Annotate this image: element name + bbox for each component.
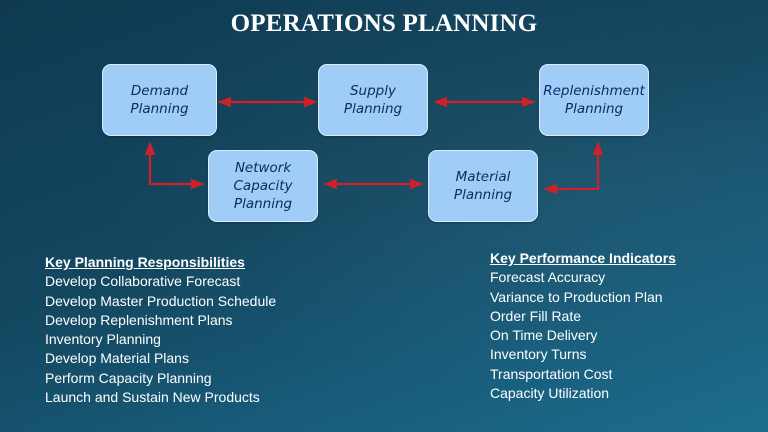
- arrow-demand-network: [144, 141, 205, 190]
- node-label: Planning: [233, 196, 293, 212]
- node-demand-planning: Demand Planning: [102, 64, 217, 136]
- list-item: Develop Material Plans: [45, 350, 189, 367]
- node-label: Replenishment: [543, 83, 645, 99]
- list-item: Develop Replenishment Plans: [45, 311, 233, 328]
- list-item: Develop Collaborative Forecast: [45, 273, 241, 290]
- node-label: Capacity: [233, 178, 293, 194]
- list-item: Capacity Utilization: [490, 385, 610, 402]
- responsibilities-heading: Key Planning Responsibilities: [45, 254, 245, 270]
- list-item: On Time Delivery: [490, 327, 598, 344]
- list-item: Variance to Production Plan: [490, 288, 663, 305]
- list-item: Inventory Turns: [490, 346, 587, 363]
- node-label: Planning: [343, 101, 403, 117]
- list-item: Perform Capacity Planning: [45, 369, 212, 386]
- node-label: Planning: [453, 187, 513, 203]
- list-item: Launch and Sustain New Products: [45, 389, 260, 406]
- node-replenishment-planning: Replenishment Planning: [539, 64, 649, 136]
- node-label: Material: [455, 169, 511, 185]
- node-label: Network: [234, 160, 292, 176]
- node-network-capacity-planning: Network Capacity Planning: [208, 150, 318, 222]
- arrow-replenishment-material: [543, 141, 604, 195]
- node-label: Supply: [349, 83, 396, 99]
- list-item: Forecast Accuracy: [490, 269, 606, 286]
- list-item: Develop Master Production Schedule: [45, 292, 277, 309]
- node-supply-planning: Supply Planning: [318, 64, 428, 136]
- node-label: Planning: [564, 101, 624, 117]
- list-item: Order Fill Rate: [490, 307, 582, 324]
- page-title: OPERATIONS PLANNING: [230, 10, 538, 37]
- list-item: Transportation Cost: [490, 365, 613, 382]
- list-item: Inventory Planning: [45, 331, 161, 348]
- responsibilities-list: Key Planning Responsibilities Develop Co…: [45, 253, 276, 407]
- node-label: Planning: [130, 101, 189, 117]
- kpi-heading: Key Performance Indicators: [490, 250, 676, 266]
- node-material-planning: Material Planning: [428, 150, 538, 222]
- kpi-list: Key Performance Indicators Forecast Accu…: [490, 249, 676, 403]
- node-label: Demand: [130, 83, 189, 99]
